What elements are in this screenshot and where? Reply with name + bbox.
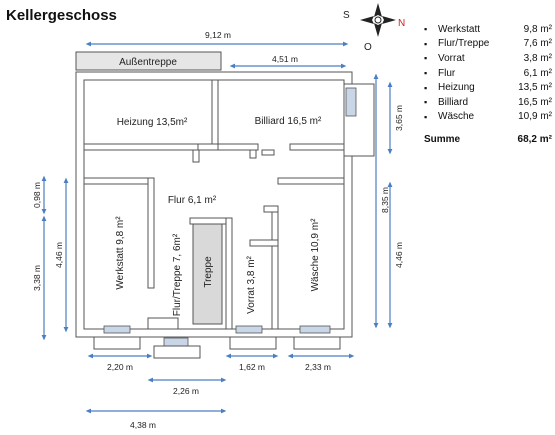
legend-room-name: Billiard [438,96,469,108]
legend-room-name: Flur [438,67,456,79]
legend-room-name: Flur/Treppe [438,38,490,50]
legend-row: ▪ Billiard 16,5 m² [424,95,552,110]
dim-bottom-5: 4,38 m [130,420,156,430]
window-billiard [345,87,357,117]
bullet-icon: ▪ [424,82,428,93]
dim-right-lower: 4,46 m [394,242,404,268]
compass-east: O [364,42,372,53]
bullet-icon: ▪ [424,111,428,122]
bullet-icon: ▪ [424,68,428,79]
room-label-aussentreppe: Außentreppe [119,57,177,68]
compass-rose: S N O [343,3,405,53]
dim-bottom-4: 2,26 m [173,386,199,396]
bullet-icon: ▪ [424,38,428,49]
legend-room-area: 7,6 m² [523,38,552,50]
treppe-stair [192,223,223,325]
dim-left-outer: 3,38 m [32,265,42,291]
area-legend: ▪ Werkstatt 9,8 m² ▪ Flur/Treppe 7,6 m² ▪ Vorra… [424,22,552,145]
legend-sum-value: 68,2 m² [517,134,552,146]
dim-left-inner: 4,46 m [54,242,64,268]
dimension-lines [41,41,393,414]
legend-row: ▪ Flur 6,1 m² [424,66,552,81]
room-label-waesche: Wäsche 10,9 m² [310,218,321,291]
legend-room-name: Werkstatt [438,23,481,35]
legend-sum-label: Summe [424,134,461,146]
bullet-icon: ▪ [424,24,428,35]
room-label-treppe: Treppe [203,256,214,288]
legend-room-area: 13,5 m² [518,82,552,94]
legend-room-name: Wäsche [438,111,475,123]
dim-bottom-1: 2,20 m [107,362,133,372]
dim-right-upper: 3,65 m [394,105,404,131]
dim-bottom-2: 1,62 m [239,362,265,372]
dim-billiard-width: 4,51 m [272,54,298,64]
dim-total-width: 9,12 m [205,30,231,40]
light-wells [93,336,341,359]
legend-room-name: Heizung [438,82,475,94]
aussentreppe-area [75,51,222,71]
dim-left-small: 0,98 m [32,182,42,208]
room-label-flurtreppe: Flur/Treppe 7, 6m² [172,233,183,316]
legend-room-name: Vorrat [438,52,465,64]
room-label-billiard: Billiard 16,5 m² [255,116,322,127]
legend-room-area: 16,5 m² [518,96,552,108]
legend-room-area: 10,9 m² [518,111,552,123]
room-label-werkstatt: Werkstatt 9,8 m² [115,216,126,290]
compass-south: S [343,10,350,21]
legend-room-area: 9,8 m² [523,23,552,35]
interior-walls [83,79,345,330]
legend-room-area: 3,8 m² [523,52,552,64]
bullet-icon: ▪ [424,97,428,108]
legend-row: ▪ Heizung 13,5 m² [424,80,552,95]
legend-room-area: 6,1 m² [523,67,552,79]
legend-row: ▪ Werkstatt 9,8 m² [424,22,552,37]
dim-right-total: 8,35 m [380,187,390,213]
dim-bottom-3: 2,33 m [305,362,331,372]
room-label-heizung: Heizung 13,5m² [117,117,188,128]
legend-sum-row: Summe 68,2 m² [424,134,552,145]
room-label-vorrat: Vorrat 3,8 m² [246,255,257,313]
page-title: Kellergeschoss [6,7,117,24]
legend-row: ▪ Wäsche 10,9 m² [424,110,552,125]
legend-row: ▪ Vorrat 3,8 m² [424,51,552,66]
compass-north: N [398,18,405,29]
legend-row: ▪ Flur/Treppe 7,6 m² [424,37,552,52]
room-label-flur: Flur 6,1 m² [168,195,217,206]
bullet-icon: ▪ [424,53,428,64]
